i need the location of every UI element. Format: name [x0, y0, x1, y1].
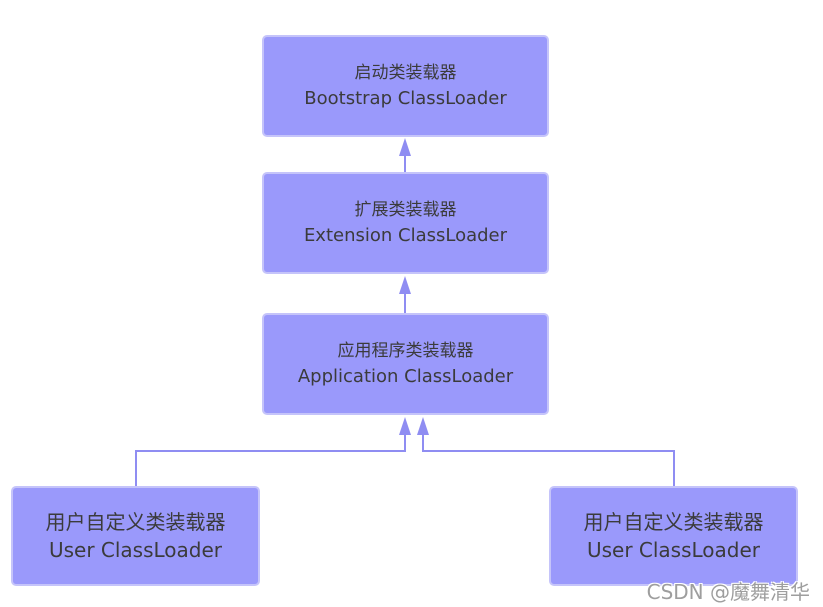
user-left-label-zh: 用户自定义类装载器	[45, 510, 226, 534]
application-label-zh: 应用程序类装载器	[337, 341, 474, 361]
bootstrap-label-en: Bootstrap ClassLoader	[304, 88, 507, 109]
node-user-classloader-right: 用户自定义类装载器 User ClassLoader	[549, 486, 798, 586]
node-user-classloader-left: 用户自定义类装载器 User ClassLoader	[11, 486, 260, 586]
application-label-en: Application ClassLoader	[297, 366, 514, 387]
node-application-classloader: 应用程序类装载器 Application ClassLoader	[262, 313, 549, 415]
user-right-label-zh: 用户自定义类装载器	[583, 510, 764, 534]
edge-application-to-extension	[399, 276, 411, 313]
edge-user-right-to-application	[417, 417, 675, 487]
extension-label-en: Extension ClassLoader	[303, 225, 508, 246]
node-bootstrap-classloader: 启动类装载器 Bootstrap ClassLoader	[262, 35, 549, 137]
user-right-label-en: User ClassLoader	[586, 538, 761, 562]
bootstrap-label-zh: 启动类装载器	[354, 63, 457, 83]
edge-extension-to-bootstrap	[399, 138, 411, 172]
extension-label-zh: 扩展类装载器	[354, 200, 457, 220]
watermark-text: CSDN @魔舞清华	[646, 580, 810, 604]
edge-user-left-to-application	[135, 417, 411, 487]
node-extension-classloader: 扩展类装载器 Extension ClassLoader	[262, 172, 549, 274]
user-left-label-en: User ClassLoader	[48, 538, 223, 562]
